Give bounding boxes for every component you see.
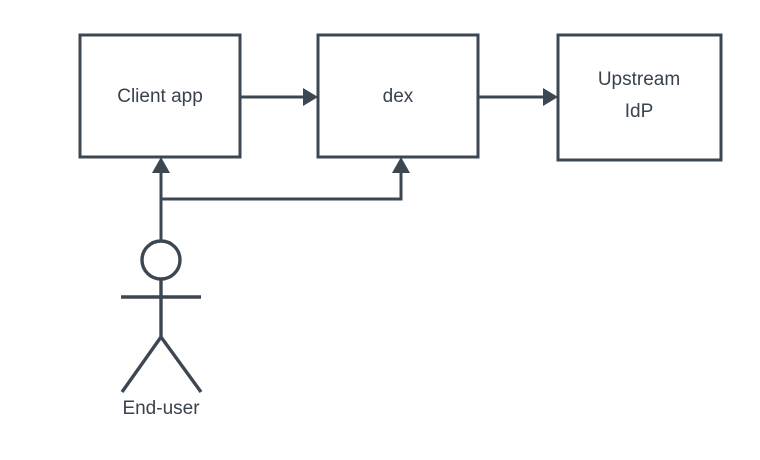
arrow-head-enduser-to-client — [152, 157, 170, 173]
dex-label: dex — [383, 86, 414, 107]
upstream-idp-label-line1: Upstream — [598, 69, 680, 90]
end-user-label: End-user — [122, 398, 200, 419]
arrow-head-client-to-dex — [303, 88, 318, 106]
edge-client-app-to-dex — [241, 88, 318, 106]
edge-line-enduser-to-dex — [161, 173, 403, 201]
actor-end-user[interactable]: End-user — [120, 239, 203, 419]
arrow-head-dex-to-upstream — [543, 88, 558, 106]
edge-dex-to-upstream-idp — [479, 88, 558, 106]
end-user-leg-left — [120, 336, 163, 393]
upstream-idp-label-line2: IdP — [625, 101, 654, 122]
dex-box[interactable] — [316, 33, 480, 159]
client-app-label: Client app — [117, 86, 203, 107]
end-user-head-icon — [140, 239, 182, 281]
client-app-box[interactable] — [78, 33, 242, 159]
upstream-idp-box[interactable] — [556, 33, 723, 162]
edge-end-user-to-dex — [161, 157, 410, 201]
edge-end-user-to-client-app — [152, 157, 170, 241]
node-dex[interactable]: dex — [316, 33, 480, 159]
arrow-head-enduser-to-dex — [392, 157, 410, 173]
node-upstream-idp[interactable]: Upstream IdP — [556, 33, 723, 162]
end-user-leg-right — [159, 336, 203, 393]
node-client-app[interactable]: Client app — [78, 33, 242, 159]
